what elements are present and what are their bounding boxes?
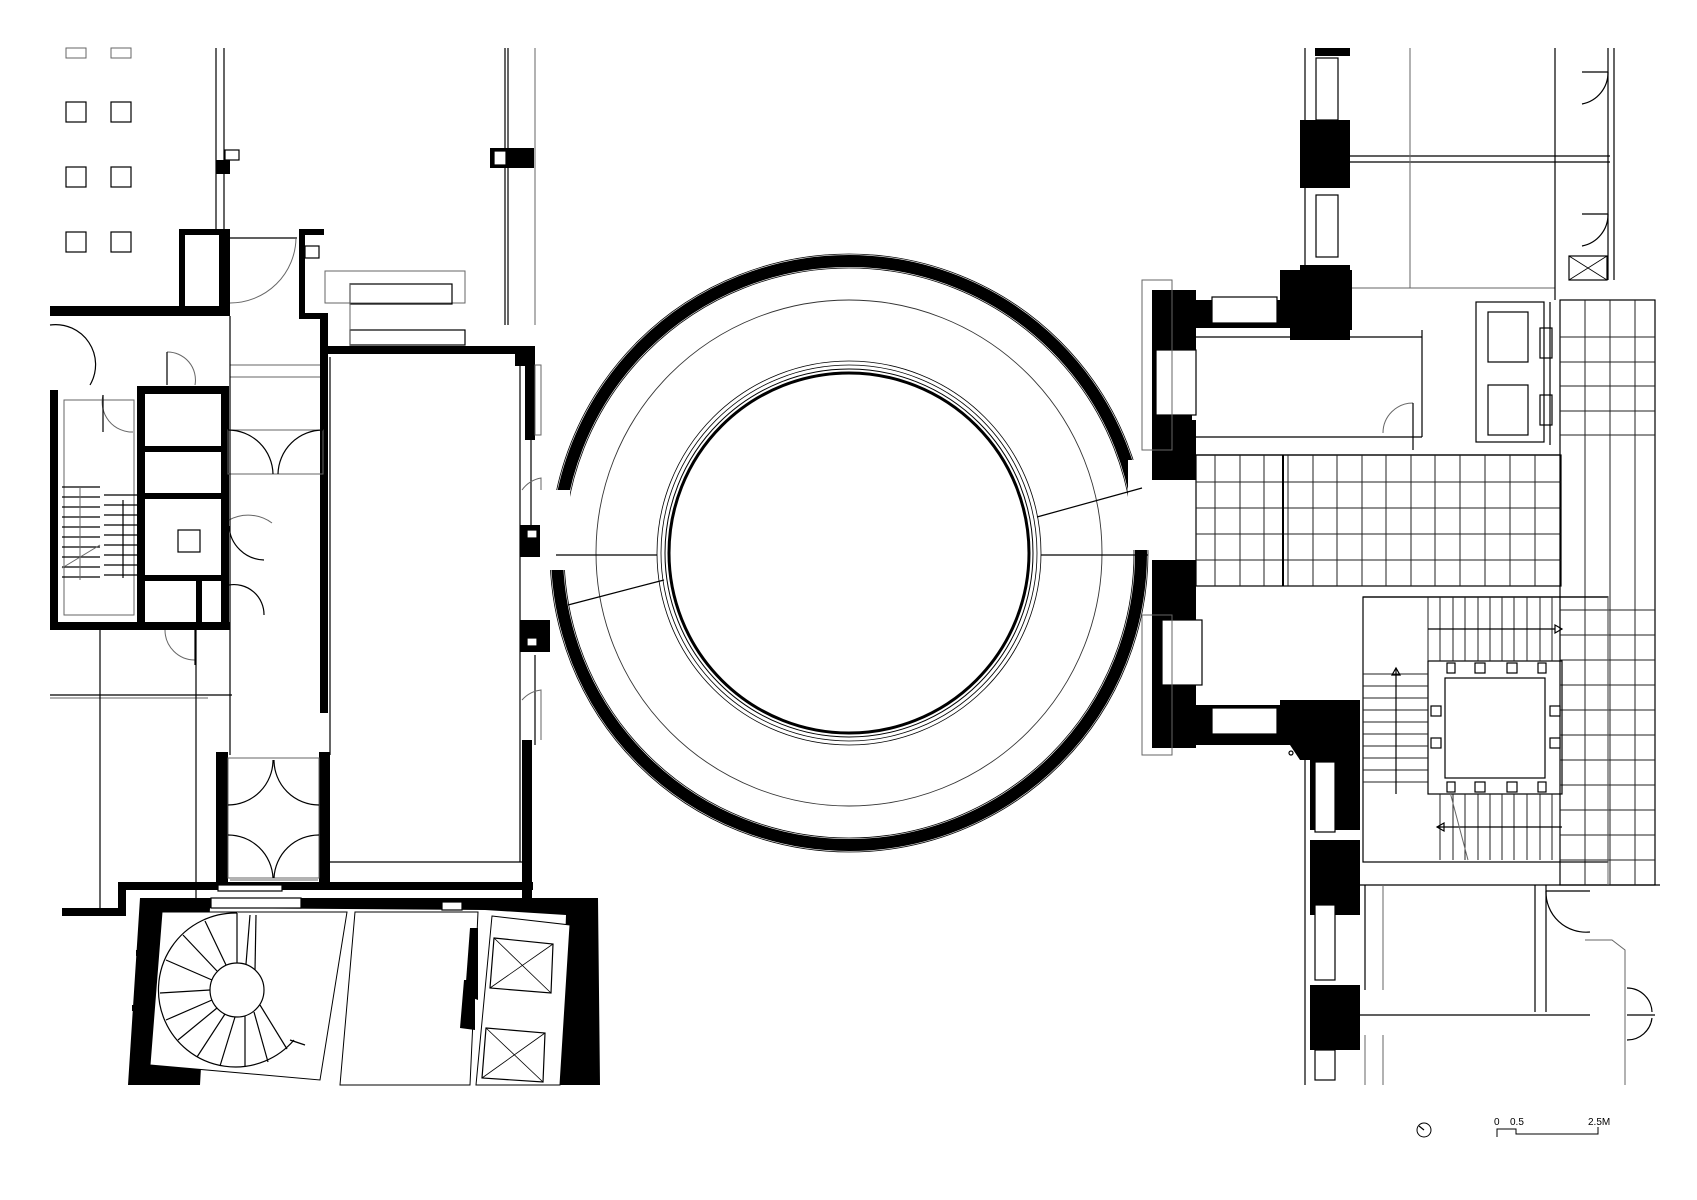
rotunda [540, 253, 1158, 853]
large-room-walls [62, 270, 550, 916]
column-grid [65, 47, 132, 253]
north-arrow-icon [1416, 1122, 1432, 1138]
right-block-walls [1141, 48, 1660, 1085]
right-staircase [1362, 596, 1609, 885]
left-stair [61, 486, 138, 580]
scale-label-2-5m: 2.5M [1588, 1117, 1610, 1128]
elevators-left [481, 937, 554, 1083]
spiral-stair [157, 912, 306, 1068]
spiral-stair-block [128, 897, 600, 1086]
scale-label-0-5: 0.5 [1510, 1117, 1524, 1128]
facade-top-left [215, 48, 536, 325]
scale-bar: 0 0.5 2.5M [1494, 1117, 1610, 1137]
scale-label-0: 0 [1494, 1117, 1500, 1128]
left-block-walls [49, 229, 328, 910]
tiled-hall [1195, 299, 1656, 886]
